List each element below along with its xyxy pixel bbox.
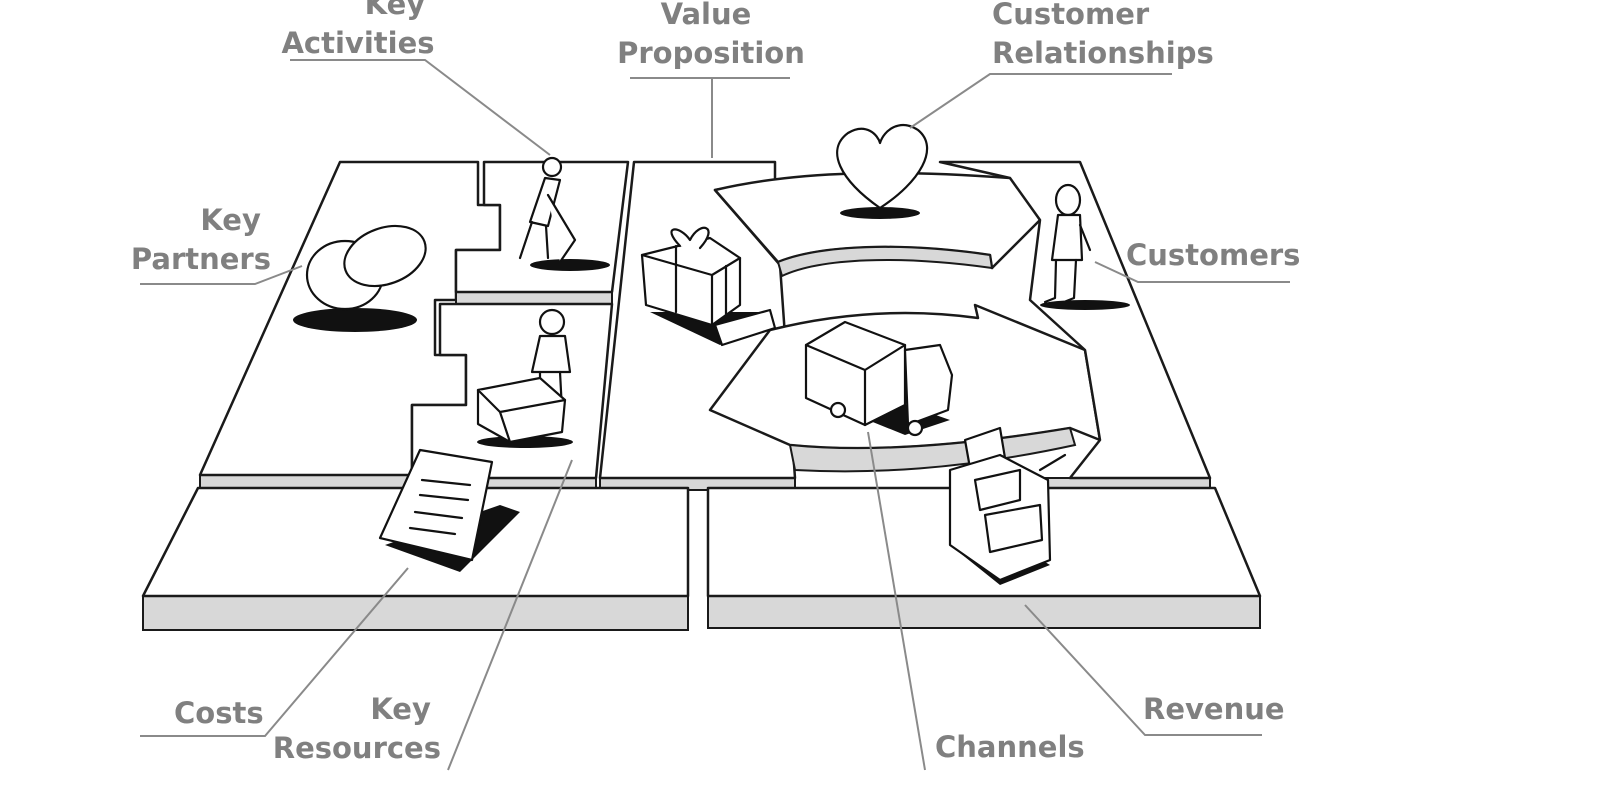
leader-revenue <box>1024 604 1262 736</box>
labels: Key Activities Value Proposition Custome… <box>131 0 1301 765</box>
invoice-document-icon <box>378 448 520 572</box>
block-revenue <box>706 486 1262 629</box>
gift-box-icon <box>640 226 777 347</box>
label-key-resources: Key Resources <box>273 692 441 765</box>
leader-lines <box>140 59 1290 771</box>
person-digging-icon <box>518 156 610 271</box>
label-key-partners: Key Partners <box>131 203 271 276</box>
label-channels: Channels <box>935 730 1085 764</box>
leader-value-proposition <box>630 77 790 158</box>
person-with-machine-icon <box>476 308 573 448</box>
leader-channels <box>867 431 926 771</box>
label-key-activities: Key Activities <box>281 0 435 60</box>
label-costs: Costs <box>174 696 264 730</box>
label-customers: Customers <box>1126 238 1300 272</box>
label-revenue: Revenue <box>1143 692 1285 726</box>
leader-customers <box>1094 261 1290 283</box>
leader-key-activities <box>290 59 551 156</box>
interlocked-rings-icon <box>293 224 427 332</box>
leader-key-partners <box>140 265 303 285</box>
leader-key-resources <box>447 459 573 771</box>
leader-costs <box>140 567 409 737</box>
truck-icon <box>804 320 954 437</box>
cash-register-icon <box>948 426 1067 585</box>
heart-icon <box>836 124 929 219</box>
label-customer-relationships: Customer Relationships <box>992 0 1214 70</box>
leader-customer-relationships <box>909 73 1172 129</box>
label-value-proposition: Value Proposition <box>617 0 805 70</box>
person-standing-icon <box>1040 183 1130 310</box>
